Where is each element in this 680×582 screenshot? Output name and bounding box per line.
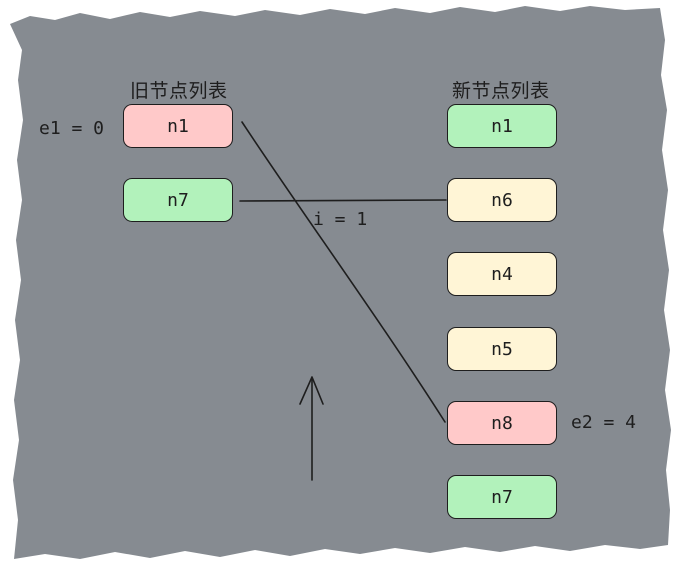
new-node-n7: n7	[447, 475, 557, 519]
e1-pointer-label: e1 = 0	[39, 118, 105, 139]
old-node-n7: n7	[123, 178, 233, 222]
new-node-n5: n5	[447, 327, 557, 371]
new-node-n6: n6	[447, 178, 557, 222]
new-node-n8: n8	[447, 401, 557, 445]
new-node-n4: n4	[447, 252, 557, 296]
paper-shape	[10, 6, 671, 559]
new-list-title: 新节点列表	[452, 80, 550, 102]
i-pointer-label: i = 1	[313, 209, 368, 230]
e2-pointer-label: e2 = 4	[571, 412, 637, 433]
new-node-n1: n1	[447, 104, 557, 148]
old-node-n1: n1	[123, 104, 233, 148]
old-list-title: 旧节点列表	[130, 80, 228, 102]
